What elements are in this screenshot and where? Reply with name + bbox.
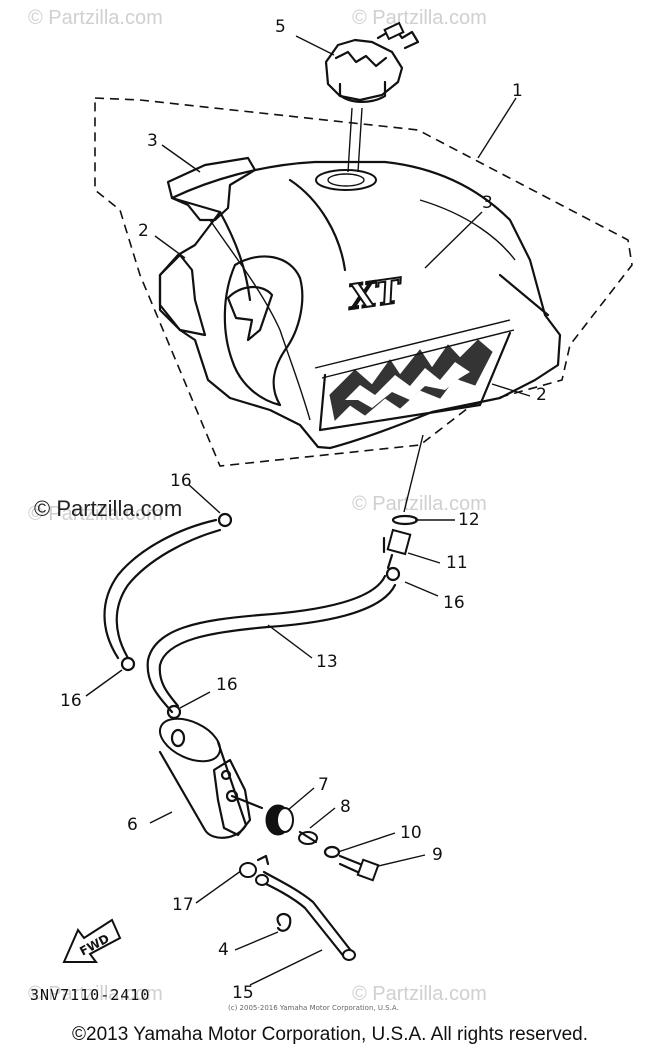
watermark-text: © Partzilla.com — [352, 7, 487, 29]
tank-logo: XT — [345, 271, 406, 318]
fuel-hose — [158, 583, 397, 708]
callout-9: 9 — [432, 845, 443, 865]
callout-leaders — [85, 35, 531, 986]
watermark-text: © Partzilla.com — [28, 983, 163, 1005]
callout-16: 16 — [216, 675, 238, 695]
fuel-hose — [146, 574, 387, 714]
callout-17: 17 — [172, 895, 194, 915]
callout-16: 16 — [443, 593, 465, 613]
callout-4: 4 — [218, 940, 229, 960]
callout-8: 8 — [340, 797, 351, 817]
side-cover-left — [158, 253, 207, 337]
callout-2: 2 — [536, 385, 547, 405]
callout-10: 10 — [400, 823, 422, 843]
fuel-pump — [158, 717, 264, 839]
diagram-code: 3NV7110-2410 — [30, 986, 150, 1004]
hose-clamp — [120, 512, 401, 720]
leader-line — [357, 107, 363, 173]
callout-2: 2 — [138, 221, 149, 241]
callout-12: 12 — [458, 510, 480, 530]
callout-1: 1 — [512, 81, 523, 101]
callout-3: 3 — [482, 193, 493, 213]
watermark-text: © Partzilla.com — [352, 983, 487, 1005]
mount-hardware — [265, 804, 380, 882]
filler-neck — [315, 169, 377, 191]
watermark-dark: © Partzilla.com — [34, 496, 182, 521]
clip — [239, 854, 270, 878]
callout-11: 11 — [446, 553, 468, 573]
callout-16: 16 — [170, 471, 192, 491]
gasket — [391, 514, 419, 526]
watermark-text: © Partzilla.com — [28, 503, 163, 525]
fine-print: (c) 2005-2016 Yamaha Motor Corporation, … — [228, 1004, 399, 1012]
callout-numbers: 5 1 3 2 3 2 16 12 11 16 13 16 16 7 8 6 1… — [60, 17, 547, 1003]
callout-7: 7 — [318, 775, 329, 795]
fuel-cap — [324, 21, 420, 103]
callout-15: 15 — [232, 983, 254, 1003]
copyright-notice: ©2013 Yamaha Motor Corporation, U.S.A. A… — [72, 1024, 588, 1045]
watermark-layer: © Partzilla.com © Partzilla.com © Partzi… — [28, 7, 487, 1005]
hose-upper — [103, 518, 218, 660]
fuel-cock — [382, 528, 412, 570]
callout-16: 16 — [60, 691, 82, 711]
watermark-text: © Partzilla.com — [28, 7, 163, 29]
leader-line — [347, 107, 353, 173]
emblem-left — [166, 156, 257, 222]
watermark-text: © Partzilla.com — [352, 493, 487, 515]
breather-pipe — [255, 870, 356, 961]
leader-line — [403, 434, 424, 513]
fuel-tank: XT — [158, 160, 562, 450]
callout-13: 13 — [316, 652, 338, 672]
callout-5: 5 — [275, 17, 286, 37]
callout-3: 3 — [147, 131, 158, 151]
pipe-clip — [276, 912, 292, 932]
callout-6: 6 — [127, 815, 138, 835]
fwd-arrow-icon: FWD — [62, 918, 122, 963]
hose-upper — [115, 528, 222, 660]
